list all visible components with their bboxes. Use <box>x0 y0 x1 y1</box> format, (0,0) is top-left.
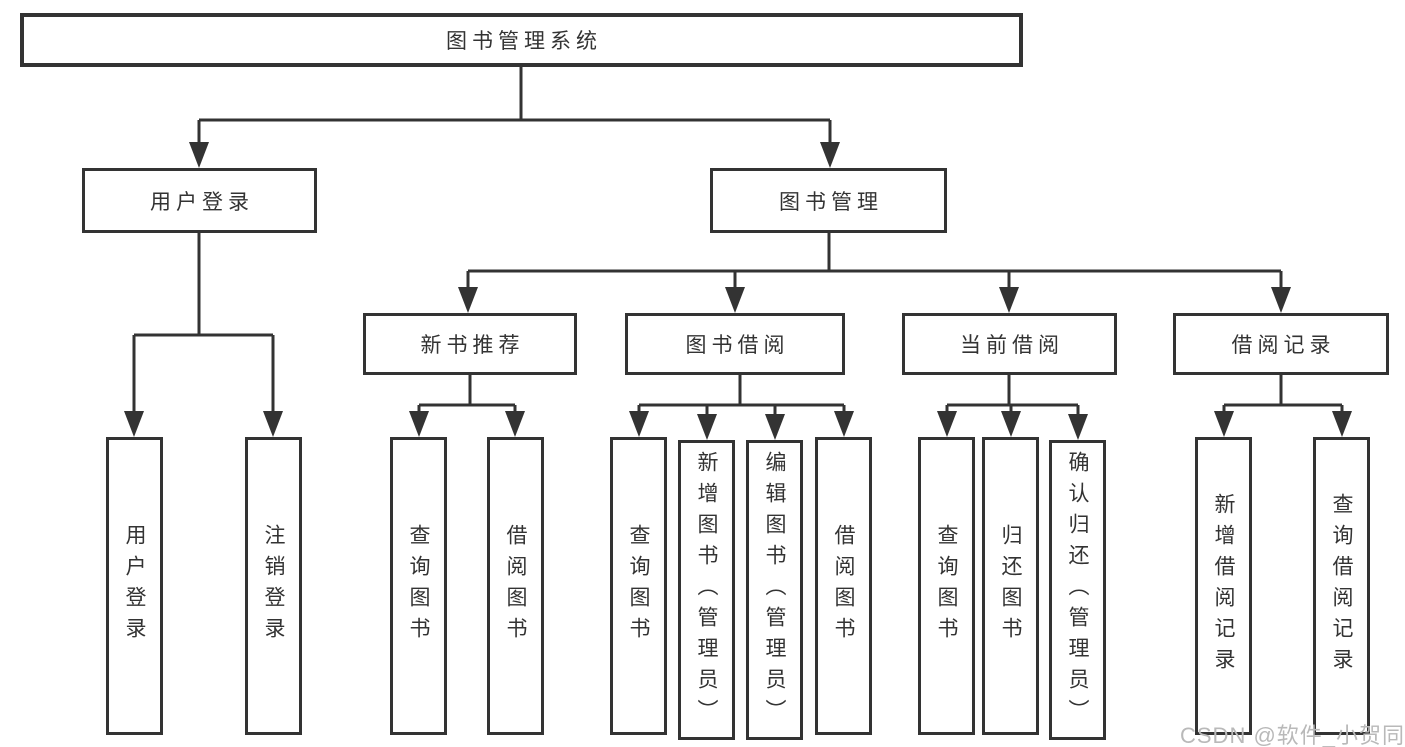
leaf-user-login: 用户登录 <box>106 437 163 735</box>
arrow-down-icon <box>458 287 478 313</box>
leaf-borrow-books-recommend: 借阅图书 <box>487 437 544 735</box>
leaf-logout: 注销登录 <box>245 437 302 735</box>
node-borrowing-records: 借阅记录 <box>1173 313 1389 375</box>
arrow-down-icon <box>725 287 745 313</box>
leaf-edit-books-admin: 编辑图书（管理员） <box>746 440 803 740</box>
arrow-down-icon <box>409 411 429 437</box>
arrow-down-icon <box>765 414 785 440</box>
arrow-down-icon <box>937 411 957 437</box>
connector-book-borrowing-to-leaves <box>637 375 846 436</box>
leaf-query-borrow-record: 查询借阅记录 <box>1313 437 1370 735</box>
connector-user-login-to-leaves <box>132 233 275 433</box>
arrow-down-icon <box>505 411 525 437</box>
node-current-borrowing: 当前借阅 <box>902 313 1117 375</box>
arrow-down-icons <box>124 142 1352 440</box>
arrow-down-icon <box>263 411 283 437</box>
arrow-down-icon <box>1068 414 1088 440</box>
arrow-down-icon <box>697 414 717 440</box>
connector-book-management-to-level2 <box>466 233 1283 309</box>
leaf-query-books-borrowing: 查询图书 <box>610 437 667 735</box>
leaf-query-books-recommend: 查询图书 <box>390 437 447 735</box>
node-book-management: 图书管理 <box>710 168 947 233</box>
node-user-login-branch: 用户登录 <box>82 168 317 233</box>
arrow-down-icon <box>834 411 854 437</box>
node-book-borrowing: 图书借阅 <box>625 313 845 375</box>
connector-new-book-recommend-to-leaves <box>417 375 517 433</box>
arrow-down-icon <box>1332 411 1352 437</box>
connector-root-to-level1 <box>197 67 832 164</box>
leaf-confirm-return-admin: 确认归还（管理员） <box>1049 440 1106 740</box>
arrow-down-icon <box>124 411 144 437</box>
arrow-down-icon <box>1271 287 1291 313</box>
csdn-watermark: CSDN @软件_小贺同学 <box>1180 723 1405 747</box>
leaf-borrow-books-borrowing: 借阅图书 <box>815 437 872 735</box>
leaf-add-books-admin: 新增图书（管理员） <box>678 440 735 740</box>
arrow-down-icon <box>999 287 1019 313</box>
connector-borrowing-records-to-leaves <box>1222 375 1344 433</box>
arrow-down-icon <box>820 142 840 168</box>
arrow-down-icon <box>189 142 209 168</box>
node-new-book-recommend: 新书推荐 <box>363 313 577 375</box>
connector-lines <box>132 67 1344 436</box>
leaf-query-books-current: 查询图书 <box>918 437 975 735</box>
arrow-down-icon <box>1214 411 1234 437</box>
leaf-return-books: 归还图书 <box>982 437 1039 735</box>
leaf-add-borrow-record: 新增借阅记录 <box>1195 437 1252 735</box>
node-book-management-system: 图书管理系统 <box>20 13 1023 67</box>
arrow-down-icon <box>1001 411 1021 437</box>
arrow-down-icon <box>629 411 649 437</box>
